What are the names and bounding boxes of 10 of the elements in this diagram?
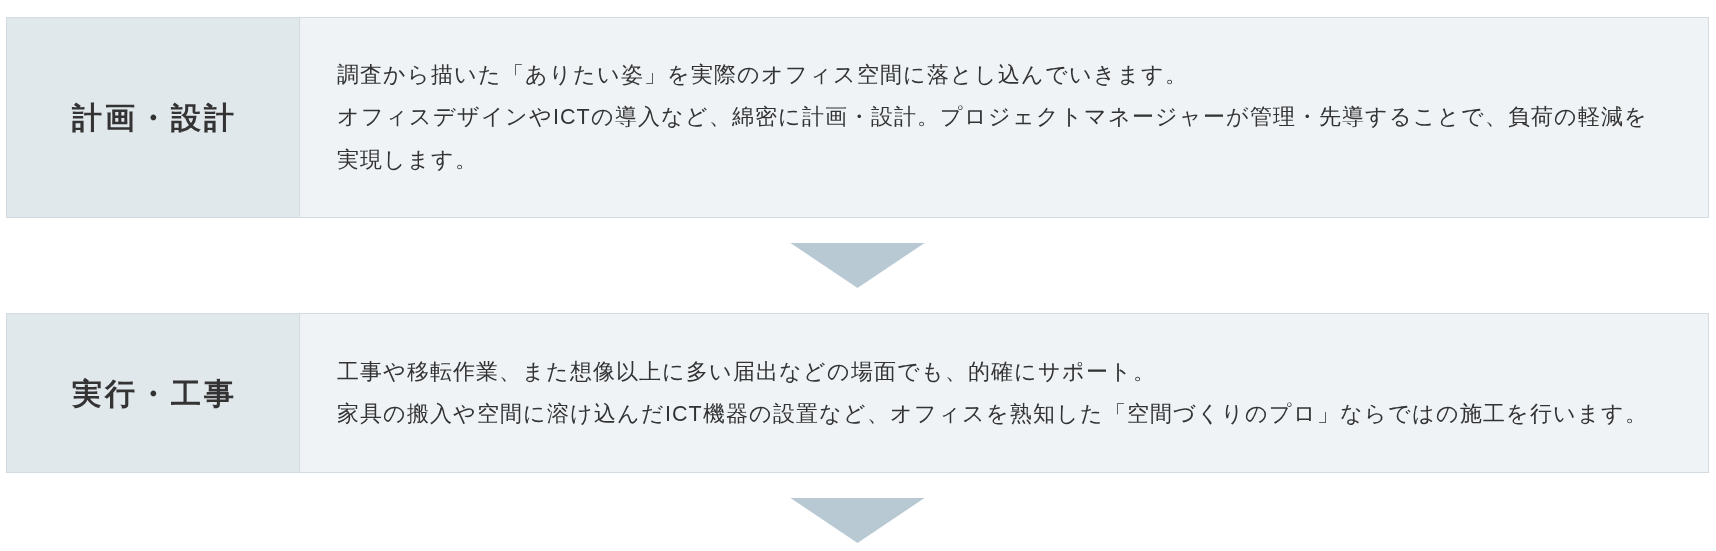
step-description: 家具の搬入や空間に溶け込んだICT機器の設置など、オフィスを熟知した「空間づくりのプロ」ならではの施工を行います。 [337, 401, 1649, 428]
step-description: 工事や移転作業、また想像以上に多い届出などの場面でも、的確にサポート。 [337, 358, 1157, 386]
step-heading: 計画・設計 [71, 100, 237, 136]
down-arrow [790, 498, 925, 543]
step-panel [6, 313, 1709, 473]
step-description: 調査から描いた「ありたい姿」を実際のオフィス空間に落とし込んでいきます。 [337, 61, 1189, 89]
step-panel [6, 17, 1709, 218]
step-description: オフィスデザインやICTの導入など、綿密に計画・設計。プロジェクトマネージャーが管理・先導することで、負荷の軽減を実現します。 [337, 104, 1649, 174]
down-arrow [790, 243, 925, 288]
step-heading: 実行・工事 [71, 375, 237, 412]
